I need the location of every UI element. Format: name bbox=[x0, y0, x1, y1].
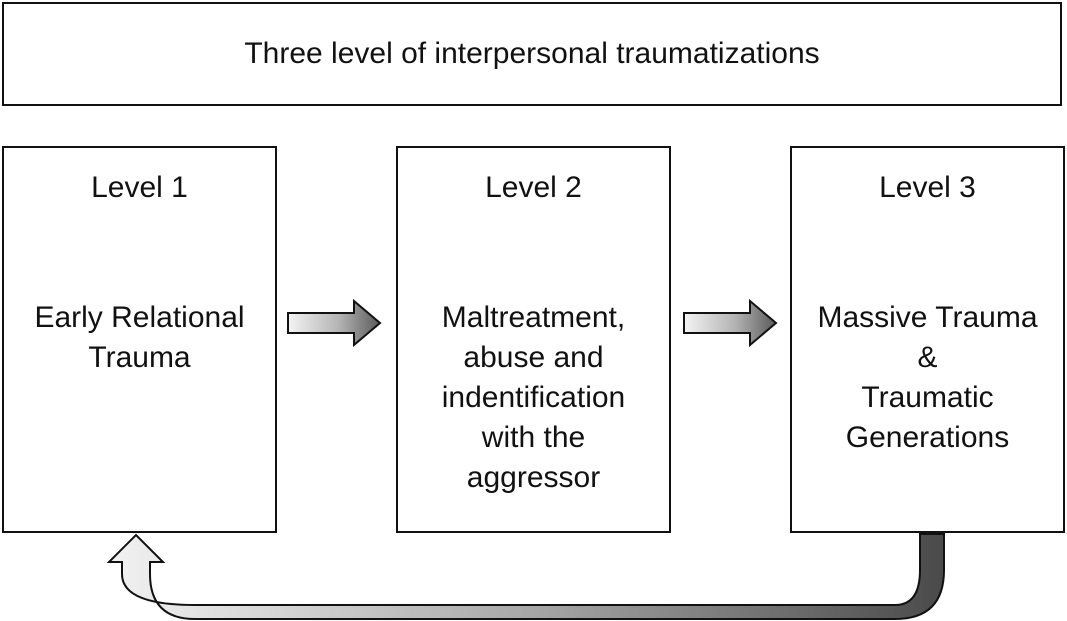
level-2-line: Maltreatment, bbox=[441, 301, 626, 334]
arrow-level2-to-level3 bbox=[683, 298, 778, 348]
level-1-line: Early Relational bbox=[34, 301, 245, 334]
level-3-line: Traumatic bbox=[861, 381, 994, 414]
level-1-box: Level 1 Early Relational Trauma bbox=[2, 146, 277, 533]
level-3-line: Generations bbox=[845, 421, 1010, 454]
diagram-title: Three level of interpersonal traumatizat… bbox=[244, 37, 820, 70]
diagram-title-box: Three level of interpersonal traumatizat… bbox=[2, 2, 1062, 106]
level-3-box: Level 3 Massive Trauma & Traumatic Gener… bbox=[790, 146, 1065, 533]
level-3-line: & bbox=[917, 341, 938, 374]
level-1-line: Trauma bbox=[88, 341, 191, 374]
level-2-line: abuse and bbox=[463, 341, 604, 374]
level-2-description: Maltreatment, abuse and indentification … bbox=[398, 298, 669, 498]
level-2-line: indentification bbox=[441, 381, 626, 414]
level-2-line: with the bbox=[481, 421, 586, 454]
level-2-box: Level 2 Maltreatment, abuse and indentif… bbox=[396, 146, 671, 533]
level-1-heading: Level 1 bbox=[91, 171, 188, 204]
arrow-level1-to-level2 bbox=[287, 298, 382, 348]
level-3-description: Massive Trauma & Traumatic Generations bbox=[792, 298, 1063, 458]
level-1-description: Early Relational Trauma bbox=[4, 298, 275, 378]
level-3-heading: Level 3 bbox=[879, 171, 976, 204]
level-2-line: aggressor bbox=[466, 461, 601, 494]
level-3-line: Massive Trauma bbox=[817, 301, 1038, 334]
level-2-heading: Level 2 bbox=[485, 171, 582, 204]
arrow-level3-return-to-level1 bbox=[106, 533, 945, 620]
